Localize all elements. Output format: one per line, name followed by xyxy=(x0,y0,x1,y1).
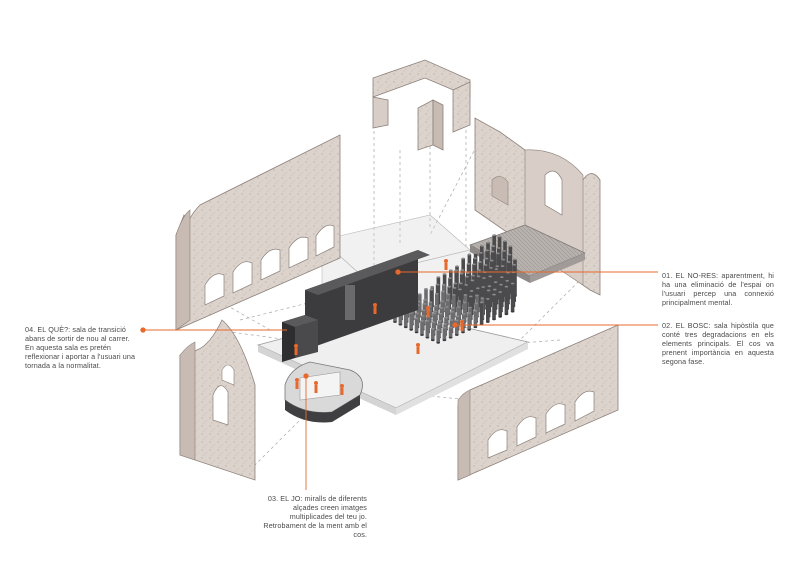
left-gable-wall xyxy=(179,319,256,481)
column-icon xyxy=(448,326,453,339)
column-icon xyxy=(436,329,441,344)
column-icon xyxy=(492,293,496,321)
column-icon xyxy=(431,327,435,342)
annotation-01: 01. EL NO-RES: aparentment, hi ha una el… xyxy=(662,271,774,307)
orange-human-figure-icon xyxy=(416,343,420,354)
column-icon xyxy=(420,319,424,336)
right-long-wall xyxy=(457,324,619,481)
mirror-volume xyxy=(284,361,363,423)
left-long-wall xyxy=(175,134,341,331)
orange-human-figures xyxy=(294,259,464,395)
annotation-04-text: 04. EL QUÈ?: sala de transició abans de … xyxy=(25,325,136,370)
column-icon xyxy=(425,320,430,339)
tower-pieces xyxy=(372,59,471,151)
column-icon xyxy=(486,297,490,323)
column-icon xyxy=(510,282,515,313)
column-icon xyxy=(498,291,503,318)
leader-dot-icon xyxy=(395,269,401,275)
leader-dot-icon xyxy=(303,373,309,379)
leader-dot-icon xyxy=(452,322,458,328)
orange-human-figure-icon xyxy=(460,320,464,331)
column-icon xyxy=(455,319,459,336)
orange-human-figure-icon xyxy=(314,381,318,393)
orange-human-figure-icon xyxy=(426,306,430,317)
orange-human-figure-icon xyxy=(294,344,298,355)
dark-module xyxy=(282,250,430,362)
orange-human-figure-icon xyxy=(295,378,299,389)
column-icon xyxy=(473,309,478,329)
annotation-02-text: 02. EL BOSC: sala hipòstila que conté tr… xyxy=(662,321,774,366)
leader-dot-icon xyxy=(140,327,146,333)
column-icon xyxy=(504,285,509,316)
annotation-02: 02. EL BOSC: sala hipòstila que conté tr… xyxy=(662,321,774,366)
annotation-03-text: 03. EL JO: miralls de diferents alçades … xyxy=(263,494,367,539)
annotation-01-text: 01. EL NO-RES: aparentment, hi ha una el… xyxy=(662,271,774,307)
column-icon xyxy=(409,311,414,331)
orange-human-figure-icon xyxy=(444,259,448,270)
leader-lines xyxy=(140,269,658,490)
column-field xyxy=(393,234,517,344)
column-icon xyxy=(442,326,447,342)
column-icon xyxy=(479,301,484,326)
orange-human-figure-icon xyxy=(340,384,344,395)
column-icon xyxy=(414,317,419,334)
annotation-04: 04. EL QUÈ?: sala de transició abans de … xyxy=(25,325,137,370)
annotation-03: 03. EL JO: miralls de diferents alçades … xyxy=(255,494,367,539)
column-icon xyxy=(467,312,472,331)
orange-human-figure-icon xyxy=(373,303,377,314)
